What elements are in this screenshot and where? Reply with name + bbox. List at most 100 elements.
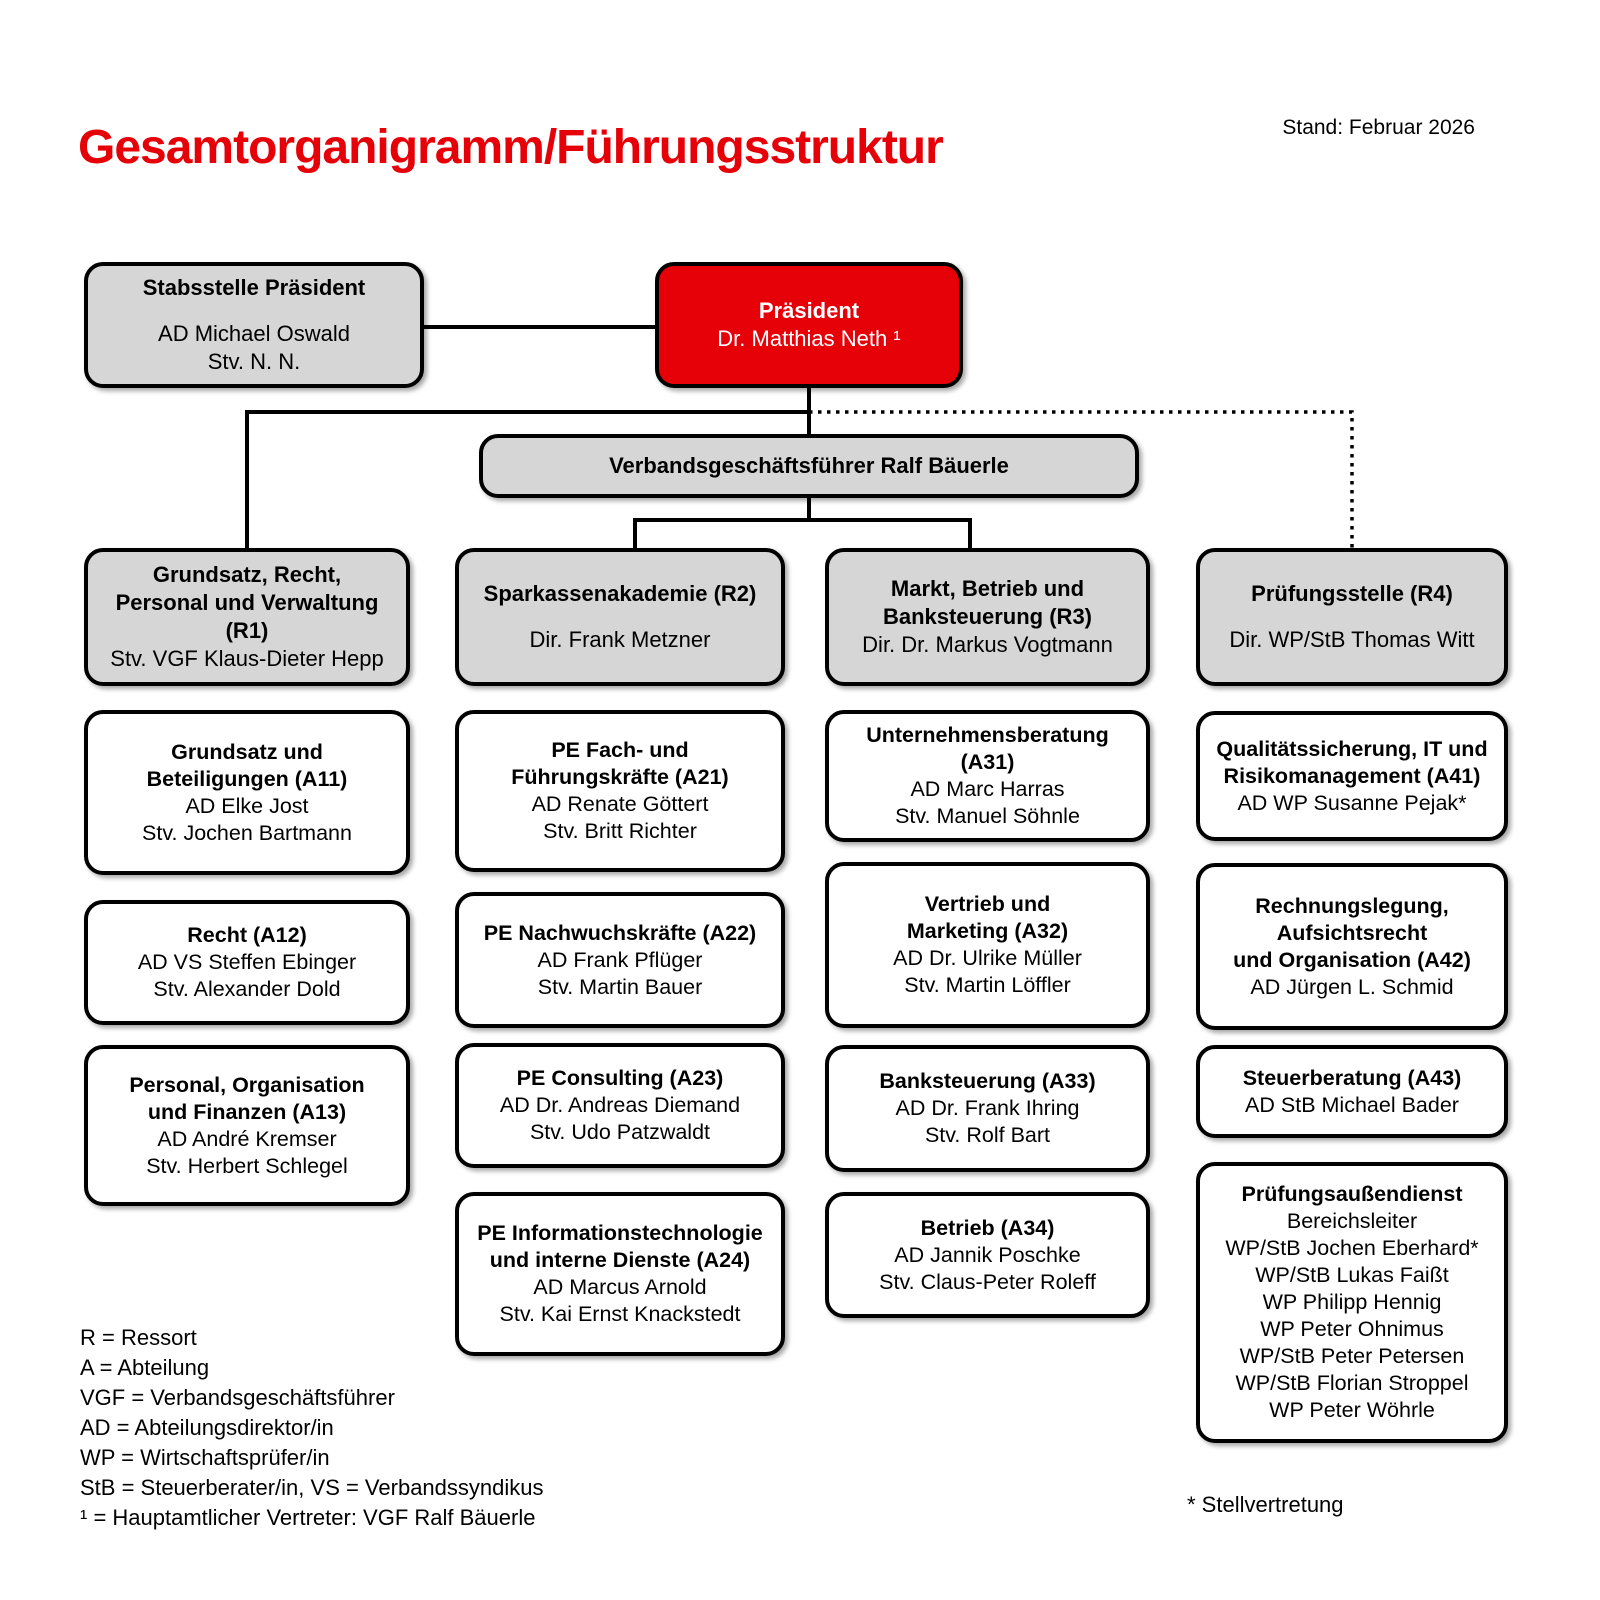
- legend-line: R = Ressort: [80, 1325, 197, 1350]
- legend-line: ¹ = Hauptamtlicher Vertreter: VGF Ralf B…: [80, 1505, 536, 1530]
- footnote-stellvertretung: * Stellvertretung: [1187, 1492, 1344, 1517]
- box-title-line: PE Consulting (A23): [516, 1066, 724, 1090]
- connector-praesident-r4-dotted: [809, 410, 1354, 548]
- box-text-line: AD André Kremser: [157, 1126, 337, 1151]
- box-text-line: WP/StB Florian Stroppel: [1235, 1371, 1469, 1395]
- box-title-line: Vertrieb und: [924, 892, 1051, 916]
- box-text-line: WP/StB Jochen Eberhard*: [1225, 1236, 1479, 1260]
- page-title: Gesamtorganigramm/Führungsstruktur: [78, 121, 944, 175]
- org-box-verbandsgeschaeftsfuehrer: Verbandsgeschäftsführer Ralf Bäuerle: [479, 434, 1139, 498]
- box-title-line: Banksteuerung (A33): [879, 1069, 1096, 1093]
- box-text-line: AD Dr. Frank Ihring: [895, 1096, 1080, 1120]
- connector-praesident-r1: [245, 410, 809, 548]
- box-title-line: Marketing (A32): [906, 919, 1069, 943]
- box-text-line: AD WP Susanne Pejak*: [1237, 790, 1467, 815]
- box-text-line: Stv. Britt Richter: [543, 819, 697, 843]
- legend-line: WP = Wirtschaftsprüfer/in: [80, 1445, 330, 1470]
- box-text-line: AD Frank Pflüger: [537, 947, 703, 972]
- box-title-line: und interne Dienste (A24): [489, 1248, 751, 1272]
- legend-line: AD = Abteilungsdirektor/in: [80, 1415, 334, 1440]
- box-title-line: Qualitätssicherung, IT und: [1216, 736, 1488, 761]
- box-text-line: Dir. Frank Metzner: [529, 627, 711, 652]
- box-text-line: Bereichsleiter: [1286, 1209, 1418, 1233]
- box-text-line: AD Jannik Poschke: [894, 1242, 1081, 1267]
- box-text-line: AD Dr. Andreas Diemand: [499, 1093, 741, 1117]
- box-title-line: Rechnungslegung,: [1255, 893, 1449, 918]
- box-title-line: Recht (A12): [187, 923, 307, 947]
- box-title-line: PE Nachwuchskräfte (A22): [483, 920, 757, 945]
- box-text-line: AD Marcus Arnold: [533, 1275, 707, 1299]
- box-text-line: Stv. Martin Löffler: [904, 973, 1071, 997]
- box-text-line: Stv. Claus-Peter Roleff: [879, 1269, 1096, 1294]
- box-title-line: Präsident: [758, 298, 860, 323]
- box-text-line: AD Marc Harras: [910, 777, 1065, 801]
- box-text-line: AD Renate Göttert: [531, 792, 709, 816]
- legend-line: VGF = Verbandsgeschäftsführer: [80, 1385, 395, 1410]
- box-text-line: WP/StB Peter Petersen: [1239, 1344, 1465, 1368]
- box-text-line: Stv. Rolf Bart: [924, 1123, 1051, 1147]
- box-text-line: AD VS Steffen Ebinger: [137, 950, 357, 974]
- box-text-line: AD StB Michael Bader: [1245, 1092, 1459, 1117]
- org-box-r4: Prüfungsstelle (R4) Dir. WP/StB Thomas Wi…: [1196, 548, 1508, 686]
- box-text-line: Stv. VGF Klaus-Dieter Hepp: [110, 646, 384, 671]
- box-title-line: Personal, Organisation: [129, 1072, 365, 1097]
- box-title-line: Risikomanagement (A41): [1223, 763, 1481, 788]
- box-text-line: Stv. Alexander Dold: [153, 977, 341, 1001]
- box-title-line: Markt, Betrieb und: [890, 576, 1085, 601]
- box-text-line: Dir. WP/StB Thomas Witt: [1229, 627, 1475, 652]
- box-title-line: Aufsichtsrecht: [1276, 920, 1428, 945]
- box-title-line: Führungskräfte (A21): [511, 765, 729, 789]
- box-title-line: und Organisation (A42): [1233, 947, 1471, 972]
- box-text-line: Dir. Dr. Markus Vogtmann: [862, 632, 1113, 657]
- box-title-line: Prüfungsaußendienst: [1241, 1182, 1463, 1206]
- box-text-line: Dr. Matthias Neth ¹: [717, 326, 901, 351]
- box-text-line: AD Jürgen L. Schmid: [1250, 974, 1454, 999]
- box-title-line: und Finanzen (A13): [147, 1099, 347, 1124]
- box-text-line: Stv. Kai Ernst Knackstedt: [499, 1302, 741, 1326]
- box-text-line: Stv. Udo Patzwaldt: [529, 1120, 711, 1144]
- box-title-line: Personal und Verwaltung (R1): [115, 590, 379, 643]
- box-text-line: Stv. Martin Bauer: [537, 974, 703, 999]
- org-box-a22: PE Nachwuchskräfte (A22)AD Frank Pflüger…: [455, 892, 785, 1028]
- box-title-line: Banksteuerung (R3): [882, 604, 1093, 629]
- box-title-line: Verbandsgeschäftsführer Ralf Bäuerle: [609, 453, 1009, 478]
- box-text-line: WP/StB Lukas Faißt: [1255, 1263, 1449, 1287]
- box-title-line: Steuerberatung (A43): [1242, 1065, 1462, 1090]
- org-box-a24: PE Informationstechnologie und interne Di…: [455, 1192, 785, 1356]
- box-text-line: AD Dr. Ulrike Müller: [893, 946, 1082, 970]
- date-label: Stand: Februar 2026: [1282, 116, 1475, 139]
- box-text-line: Stv. Herbert Schlegel: [146, 1153, 348, 1178]
- box-title-line: Unternehmensberatung (A31): [866, 723, 1109, 774]
- box-text-line: AD Michael Oswald: [158, 321, 350, 346]
- org-box-a31: Unternehmensberatung (A31) AD Marc Harras…: [825, 710, 1150, 842]
- box-text-line: WP Peter Ohnimus: [1260, 1317, 1444, 1341]
- org-box-r1: Grundsatz, Recht,Personal und Verwaltung…: [84, 548, 410, 686]
- box-title-line: Stabsstelle Präsident: [142, 275, 366, 300]
- box-text-line: Stv. Jochen Bartmann: [142, 820, 352, 845]
- legend-line: A = Abteilung: [80, 1355, 210, 1380]
- box-text-line: WP Peter Wöhrle: [1269, 1398, 1435, 1422]
- box-title-line: Grundsatz und: [171, 739, 323, 764]
- box-text-line: WP Philipp Hennig: [1262, 1290, 1442, 1314]
- org-box-a43: Steuerberatung (A43)AD StB Michael Bader: [1196, 1045, 1508, 1138]
- legend-line: StB = Steuerberater/in, VS = Verbandssyn…: [80, 1475, 544, 1500]
- box-title-line: PE Fach- und: [551, 738, 689, 762]
- box-title-line: PE Informationstechnologie: [477, 1221, 763, 1245]
- box-text-line: Stv. N. N.: [207, 349, 301, 374]
- org-box-r2: Sparkassenakademie (R2)Dir. Frank Metzne…: [455, 548, 785, 686]
- org-box-a23: PE Consulting (A23) AD Dr. Andreas Dieman…: [455, 1043, 785, 1168]
- box-title-line: Prüfungsstelle (R4): [1251, 581, 1453, 606]
